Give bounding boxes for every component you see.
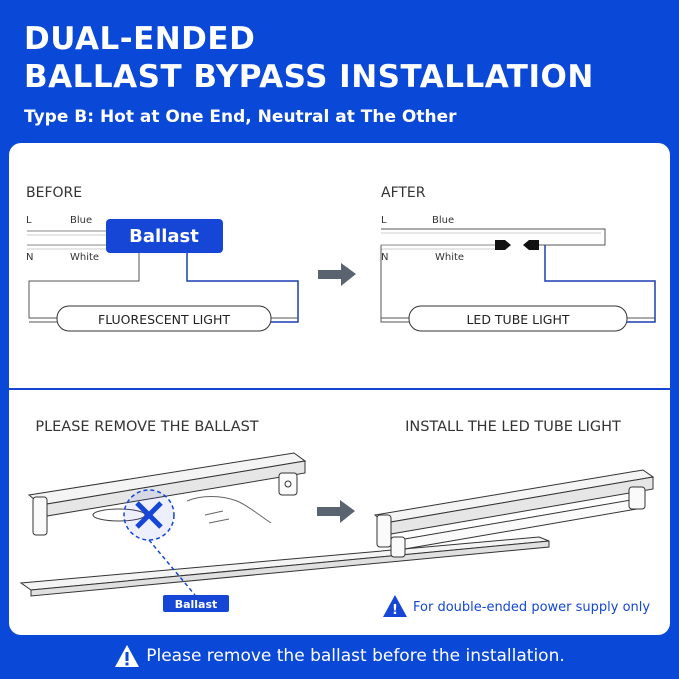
wire-connector-left xyxy=(495,240,511,250)
led-tube xyxy=(408,305,628,332)
step1-illustration: PLEASE REMOVE THE BALLAST Ballast xyxy=(19,419,550,612)
ballast-left-wire xyxy=(28,253,140,319)
after-left-wire xyxy=(380,281,409,323)
subtitle: Type B: Hot at One End, Neutral at The O… xyxy=(24,107,457,127)
after-wire-l-color: Blue xyxy=(432,215,454,226)
before-wire-l: L xyxy=(26,215,32,226)
ballast-box xyxy=(106,219,223,253)
title-line-2: BALLAST BYPASS INSTALLATION xyxy=(24,59,594,95)
fluorescent-tube-label: FLUORESCENT LIGHT xyxy=(98,312,230,327)
after-wire-n-color: White xyxy=(435,252,464,263)
title-line-1: DUAL-ENDED xyxy=(24,21,256,57)
before-wire-l-color: Blue xyxy=(70,215,92,226)
remove-x-stroke-2 xyxy=(135,501,163,529)
diagram-svg: BEFORE L Blue N White Ballast FLUORESCEN… xyxy=(9,185,670,618)
warning-icon xyxy=(383,595,407,617)
led-endcap-left xyxy=(376,514,392,548)
ballast-tag xyxy=(163,595,229,612)
endcap-socket xyxy=(284,480,292,488)
before-wire-n-color: White xyxy=(70,252,99,263)
wire-connector-right xyxy=(523,240,539,250)
warning-icon-mark: ! xyxy=(392,603,398,618)
after-wire-l: L xyxy=(381,215,387,226)
after-line-wire xyxy=(381,228,606,246)
before-heading: BEFORE xyxy=(26,185,82,201)
after-right-wire xyxy=(544,245,656,323)
warning-icon-footer xyxy=(115,645,140,667)
step2-note: For double-ended power supply only xyxy=(413,600,650,615)
fixture-endcap-right xyxy=(278,472,298,496)
led-endcap-right xyxy=(628,486,646,510)
callout-line xyxy=(148,539,196,596)
after-heading: AFTER xyxy=(381,185,426,201)
step1-heading: PLEASE REMOVE THE BALLAST xyxy=(35,419,258,435)
fixture-endcap-left xyxy=(32,496,48,536)
ballast-right-wire xyxy=(186,253,299,323)
step2-heading: INSTALL THE LED TUBE LIGHT xyxy=(405,419,621,435)
arrow-before-after xyxy=(318,263,356,286)
ballast-wires xyxy=(92,508,146,522)
arrow-head-2 xyxy=(340,500,355,523)
step2-illustration: INSTALL THE LED TUBE LIGHT ! For double-… xyxy=(373,419,655,618)
before-diagram: BEFORE L Blue N White Ballast FLUORESCEN… xyxy=(26,185,299,332)
hand-outline xyxy=(186,496,272,524)
main-title: DUAL-ENDED BALLAST BYPASS INSTALLATION xyxy=(24,20,594,96)
after-diagram: AFTER L Blue N White LED TUBE LIGHT xyxy=(380,185,656,332)
diagram-card: BEFORE L Blue N White Ballast FLUORESCEN… xyxy=(9,143,670,635)
after-wire-n: N xyxy=(381,252,388,263)
fixture-base xyxy=(19,536,550,591)
arrow-shaft-2 xyxy=(317,507,343,516)
led-tube-cap-left xyxy=(390,536,406,558)
arrow-head xyxy=(341,263,356,286)
fluorescent-tube xyxy=(56,305,272,332)
led-tube-label: LED TUBE LIGHT xyxy=(466,312,569,327)
fixture-base-edge xyxy=(30,540,550,597)
ballast-tag-label: Ballast xyxy=(175,598,218,611)
arrow-step1-step2 xyxy=(317,500,355,523)
arrow-shaft xyxy=(318,270,344,279)
before-wire-n: N xyxy=(26,252,33,263)
footer-text: Please remove the ballast before the ins… xyxy=(146,646,565,666)
ballast-box-label: Ballast xyxy=(129,226,199,247)
footer-note: Please remove the ballast before the ins… xyxy=(0,641,679,671)
